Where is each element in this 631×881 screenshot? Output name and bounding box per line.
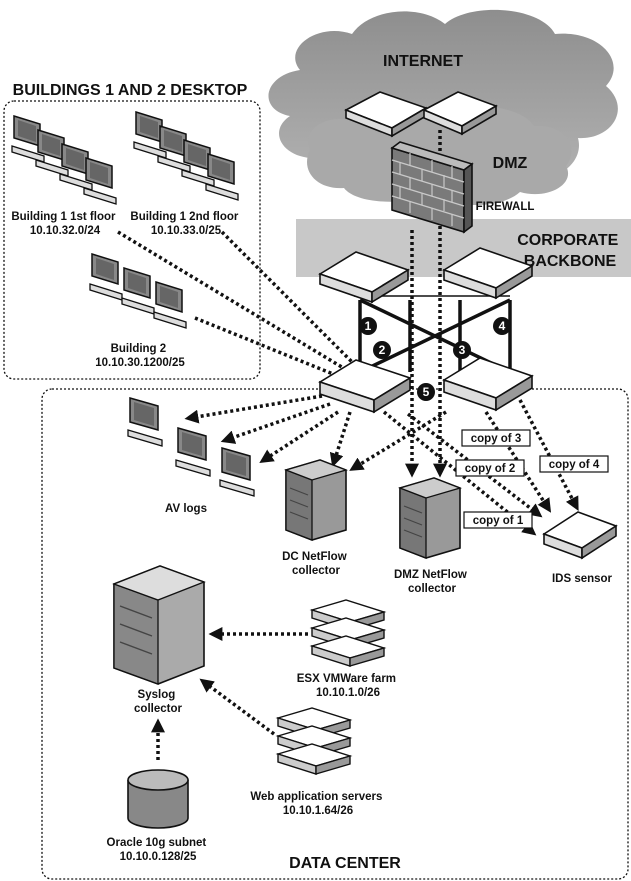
oracle-database-icon — [127, 769, 189, 829]
backbone-switch-right — [442, 247, 534, 300]
link-badge-2: 2 — [373, 341, 391, 359]
backbone-switch-left — [318, 251, 410, 304]
buildings-zone-border — [3, 100, 261, 380]
copy-tag-2: copy of 2 — [455, 459, 525, 477]
svg-text:copy of 4: copy of 4 — [549, 459, 600, 471]
dc-switch-right — [442, 357, 534, 412]
ids-sensor-icon — [542, 511, 618, 560]
building1-1st-label: Building 1 1st floor 10.10.32.0/24 — [11, 211, 118, 237]
link-badges: 1 2 3 4 5 — [359, 317, 511, 401]
link-badge-5: 5 — [417, 383, 435, 401]
esx-farm-label: ESX VMWare farm 10.10.1.0/26 — [297, 673, 399, 699]
dc-switch-left — [318, 359, 412, 414]
copy-tag-1: copy of 1 — [463, 511, 533, 529]
firewall-icon — [390, 141, 474, 234]
internet-router-right — [422, 91, 498, 136]
svg-text:copy of 3: copy of 3 — [471, 433, 521, 445]
firewall-label: FIREWALL — [476, 201, 535, 213]
corporate-backbone-label: CORPORATE BACKBONE — [517, 232, 623, 270]
datacenter-label-bg — [290, 852, 400, 872]
svg-text:1: 1 — [365, 319, 372, 333]
link-badge-1: 1 — [359, 317, 377, 335]
svg-text:2: 2 — [379, 343, 386, 357]
syslog-label: Syslog collector — [134, 689, 182, 715]
link-badge-3: 3 — [453, 341, 471, 359]
svg-text:3: 3 — [459, 343, 466, 357]
copy-tag-3: copy of 3 — [461, 429, 531, 447]
internet-label: INTERNET — [383, 53, 463, 70]
corporate-backbone-line1: CORPORATE — [517, 232, 618, 249]
svg-text:copy of 1: copy of 1 — [473, 515, 524, 527]
building2-label: Building 2 10.10.30.1200/25 — [95, 343, 185, 369]
dc-netflow-label: DC NetFlow collector — [282, 551, 350, 577]
web-server-stack-icon — [275, 707, 353, 775]
datacenter-zone-border — [41, 388, 629, 880]
web-servers-label: Web application servers 10.10.1.64/26 — [250, 791, 385, 817]
av-logs-label: AV logs — [165, 503, 207, 515]
dmz-netflow-server-icon — [397, 477, 463, 559]
desktop-cluster-building1-2nd — [133, 110, 239, 201]
link-badge-4: 4 — [493, 317, 511, 335]
building1-2nd-label: Building 1 2nd floor 10.10.33.0/25 — [130, 211, 241, 237]
syslog-server-icon — [112, 565, 206, 685]
svg-text:4: 4 — [499, 319, 506, 333]
desktop-cluster-building1-1st — [11, 114, 117, 205]
datacenter-zone-label: DATA CENTER — [289, 855, 401, 872]
ids-sensor-label: IDS sensor — [552, 573, 613, 585]
svg-text:copy of 2: copy of 2 — [465, 463, 515, 475]
dmz-netflow-label: DMZ NetFlow collector — [394, 569, 470, 595]
oracle-label: Oracle 10g subnet 10.10.0.128/25 — [107, 837, 210, 863]
dmz-label: DMZ — [493, 155, 528, 172]
dc-netflow-server-icon — [283, 459, 349, 541]
buildings-zone-label: BUILDINGS 1 AND 2 DESKTOP — [13, 82, 248, 99]
desktop-cluster-av-logs — [127, 397, 255, 497]
svg-text:5: 5 — [423, 385, 430, 399]
copy-tags: copy of 3 copy of 2 copy of 4 copy of 1 — [455, 429, 609, 529]
esx-server-stack-icon — [309, 599, 387, 667]
internet-router-left — [344, 91, 428, 138]
desktop-cluster-building2 — [89, 252, 187, 329]
copy-tag-4: copy of 4 — [539, 455, 609, 473]
corporate-backbone-line2: BACKBONE — [524, 253, 617, 270]
backbone-trunks — [354, 295, 512, 374]
